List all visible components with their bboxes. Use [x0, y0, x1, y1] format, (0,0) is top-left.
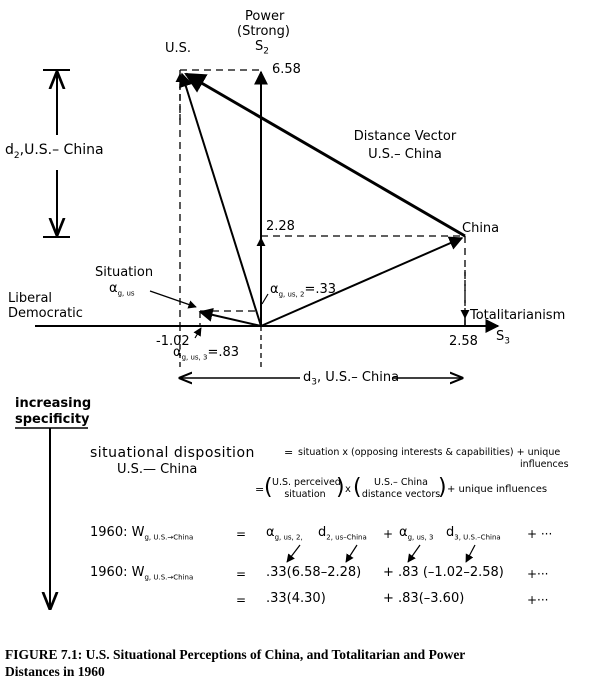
- eq-row3-d3: d3, U.S.–China: [446, 525, 501, 542]
- eq-row3-tail: + ···: [527, 527, 553, 541]
- value-2-28: 2.28: [266, 219, 295, 234]
- figure-caption: FIGURE 7.1: U.S. Situational Perceptions…: [5, 647, 466, 679]
- value-2-58: 2.58: [449, 334, 478, 349]
- eq-row3-equals: =: [236, 527, 247, 541]
- china-label: China: [462, 221, 500, 236]
- eq-us-china: U.S.— China: [117, 462, 198, 477]
- eq-row4-a: .33(6.58–2.28): [266, 565, 362, 580]
- eq-row1-rhs-influences: influences: [520, 459, 569, 470]
- d3-label: d3, U.S.– China: [303, 370, 400, 388]
- eq-row2-paren-close-b: ): [438, 475, 447, 500]
- eq-row4-lhs: 1960: Wg, U.S.→China: [90, 565, 194, 582]
- eq-row2-paren-open-b: (: [353, 475, 362, 500]
- eq-row2-times: x: [345, 484, 351, 495]
- eq-row2-perceived: U.S. perceived situation: [272, 477, 341, 500]
- s3-label: S3: [496, 329, 510, 347]
- eq-arrow-1: [286, 544, 301, 563]
- eq-arrow-4: [465, 544, 476, 563]
- eq-row3-alpha3: αg, us, 3: [399, 525, 434, 542]
- eq-row2-distance: U.S.– China distance vectors: [361, 477, 441, 500]
- eq-row4-b: + .83 (–1.02–2.58): [383, 565, 504, 580]
- eq-row2-paren-close-a: ): [336, 475, 345, 500]
- situation-label: Situation αg, us: [95, 265, 154, 298]
- eq-row1-equals: =: [284, 446, 294, 459]
- eq-row4-tail: +···: [527, 567, 549, 581]
- alpha-3-label: αg, us, 3=.83: [173, 345, 240, 362]
- eq-row3-plus: +: [383, 527, 394, 541]
- eq-row2-paren-open-a: (: [264, 475, 273, 500]
- eq-row5-equals: =: [236, 593, 247, 607]
- vector-origin-us: [179, 72, 262, 327]
- eq-row4-equals: =: [236, 567, 247, 581]
- eq-row3-alpha2: αg, us, 2,: [266, 525, 303, 542]
- pointer-situation: [149, 290, 197, 309]
- d2-label: d2,U.S.– China: [5, 142, 104, 161]
- eq-row2-equals: =: [255, 483, 265, 496]
- eq-arrow-3: [407, 544, 421, 563]
- vector-origin-china: [260, 236, 464, 327]
- value-neg-1-02: -1.02: [156, 334, 190, 349]
- eq-row2-tail: + unique influences: [447, 484, 548, 495]
- liberal-democratic-label: Liberal Democratic: [8, 291, 83, 321]
- pointer-alpha3: [193, 327, 202, 339]
- eq-row1-rhs: situation x (opposing interests & capabi…: [298, 447, 561, 458]
- distance-vector-label: Distance Vector U.S.– China: [353, 129, 457, 162]
- eq-arrow-2: [345, 544, 358, 563]
- increasing-specificity-label: increasing specificity: [15, 396, 92, 427]
- eq-row5-a: .33(4.30): [266, 591, 326, 606]
- pointer-alpha2: [261, 293, 269, 305]
- eq-situational-disposition: situational disposition: [90, 445, 255, 461]
- eq-row5-tail: +···: [527, 593, 549, 607]
- eq-row3-lhs: 1960: Wg, U.S.→China: [90, 525, 194, 542]
- value-6-58: 6.58: [272, 62, 301, 77]
- vector-origin-situation: [198, 307, 262, 327]
- eq-row5-b: + .83(–3.60): [383, 591, 465, 606]
- axis-power-label: Power (Strong) S2: [237, 9, 290, 57]
- vector-china-us: [184, 72, 466, 238]
- totalitarianism-label: Totalitarianism: [470, 308, 566, 323]
- us-label: U.S.: [165, 41, 192, 56]
- alpha-2-label: αg, us, 2=.33: [270, 282, 337, 299]
- eq-row3-d2: d2, us–China: [318, 525, 367, 542]
